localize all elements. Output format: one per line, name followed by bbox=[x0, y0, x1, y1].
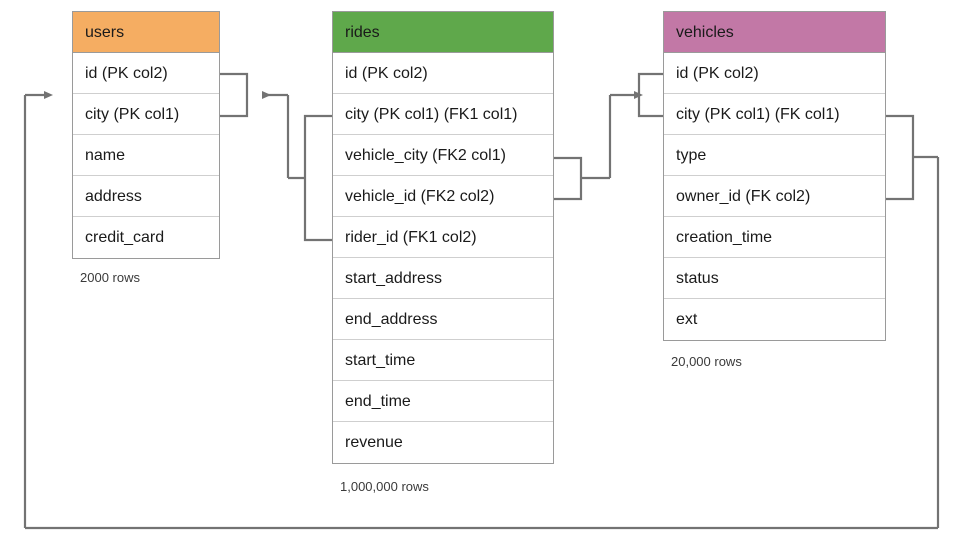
field-users-id[interactable]: id (PK col2) bbox=[73, 53, 219, 94]
entity-rides[interactable]: rides id (PK col2) city (PK col1) (FK1 c… bbox=[332, 11, 554, 464]
entity-users-title: users bbox=[73, 12, 219, 53]
field-vehicles-creation-time[interactable]: creation_time bbox=[664, 217, 885, 258]
field-vehicles-type[interactable]: type bbox=[664, 135, 885, 176]
field-rides-revenue[interactable]: revenue bbox=[333, 422, 553, 463]
field-vehicles-ext[interactable]: ext bbox=[664, 299, 885, 340]
entity-rides-title: rides bbox=[333, 12, 553, 53]
field-vehicles-city[interactable]: city (PK col1) (FK col1) bbox=[664, 94, 885, 135]
field-rides-vehicle-city[interactable]: vehicle_city (FK2 col1) bbox=[333, 135, 553, 176]
rowcount-users: 2000 rows bbox=[80, 270, 140, 285]
field-users-city[interactable]: city (PK col1) bbox=[73, 94, 219, 135]
field-users-name[interactable]: name bbox=[73, 135, 219, 176]
entity-users[interactable]: users id (PK col2) city (PK col1) name a… bbox=[72, 11, 220, 259]
field-rides-start-address[interactable]: start_address bbox=[333, 258, 553, 299]
field-vehicles-owner-id[interactable]: owner_id (FK col2) bbox=[664, 176, 885, 217]
connector-rides-fk1-to-users bbox=[220, 72, 332, 242]
field-rides-end-address[interactable]: end_address bbox=[333, 299, 553, 340]
field-users-credit-card[interactable]: credit_card bbox=[73, 217, 219, 258]
entity-vehicles-title: vehicles bbox=[664, 12, 885, 53]
field-vehicles-status[interactable]: status bbox=[664, 258, 885, 299]
field-rides-end-time[interactable]: end_time bbox=[333, 381, 553, 422]
field-rides-rider-id[interactable]: rider_id (FK1 col2) bbox=[333, 217, 553, 258]
field-rides-start-time[interactable]: start_time bbox=[333, 340, 553, 381]
rowcount-rides: 1,000,000 rows bbox=[340, 479, 429, 494]
rowcount-vehicles: 20,000 rows bbox=[671, 354, 742, 369]
field-rides-id[interactable]: id (PK col2) bbox=[333, 53, 553, 94]
field-rides-vehicle-id[interactable]: vehicle_id (FK2 col2) bbox=[333, 176, 553, 217]
connector-rides-fk2-to-vehicles bbox=[554, 72, 663, 201]
field-vehicles-id[interactable]: id (PK col2) bbox=[664, 53, 885, 94]
field-users-address[interactable]: address bbox=[73, 176, 219, 217]
entity-vehicles[interactable]: vehicles id (PK col2) city (PK col1) (FK… bbox=[663, 11, 886, 341]
field-rides-city[interactable]: city (PK col1) (FK1 col1) bbox=[333, 94, 553, 135]
